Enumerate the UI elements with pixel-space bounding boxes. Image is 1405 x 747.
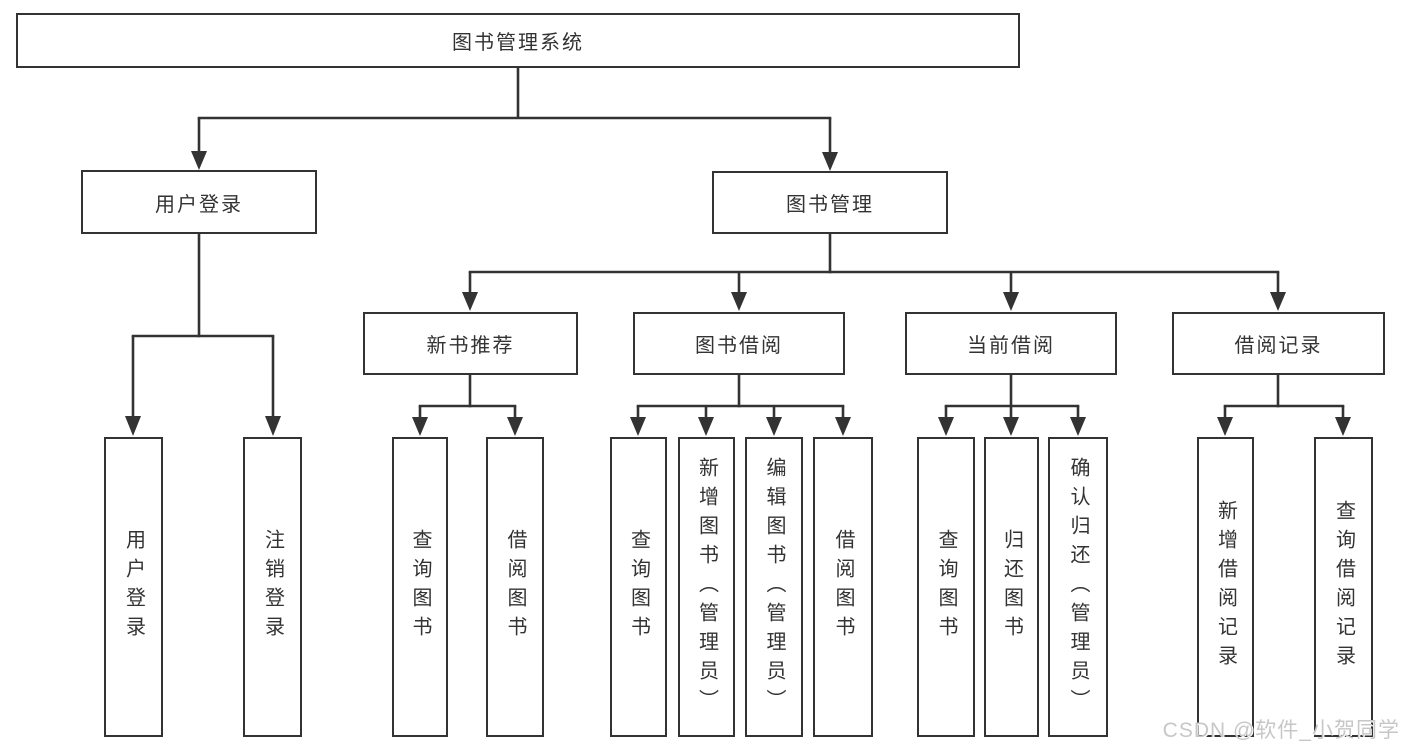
leaf-add-book-admin: 新增图书（管理员） bbox=[678, 437, 735, 737]
connector-new-book bbox=[412, 375, 523, 436]
leaf-query-books-3: 查询图书 bbox=[917, 437, 975, 737]
connector-root bbox=[191, 68, 838, 171]
leaf-query-books-2: 查询图书 bbox=[610, 437, 667, 737]
connector-user-login bbox=[125, 234, 281, 436]
node-current-borrowing: 当前借阅 bbox=[905, 312, 1117, 375]
leaf-user-login: 用户登录 bbox=[104, 437, 163, 737]
node-borrowing-records: 借阅记录 bbox=[1172, 312, 1385, 375]
leaf-logout: 注销登录 bbox=[243, 437, 302, 737]
connector-book-management bbox=[462, 234, 1286, 311]
leaf-borrow-books-1: 借阅图书 bbox=[486, 437, 544, 737]
node-library-system: 图书管理系统 bbox=[16, 13, 1020, 68]
node-book-borrowing: 图书借阅 bbox=[633, 312, 845, 375]
leaf-edit-book-admin: 编辑图书（管理员） bbox=[745, 437, 803, 737]
leaf-borrow-books-2: 借阅图书 bbox=[813, 437, 873, 737]
connector-book-borrow bbox=[630, 375, 851, 436]
leaf-add-borrow-record: 新增借阅记录 bbox=[1197, 437, 1254, 737]
connector-current-borrow bbox=[938, 375, 1086, 436]
connector-borrow-record bbox=[1217, 375, 1351, 436]
leaf-confirm-return-admin: 确认归还（管理员） bbox=[1048, 437, 1108, 737]
node-book-management: 图书管理 bbox=[712, 171, 948, 234]
leaf-query-books-1: 查询图书 bbox=[392, 437, 448, 737]
node-new-book-recommend: 新书推荐 bbox=[363, 312, 578, 375]
leaf-query-borrow-record: 查询借阅记录 bbox=[1314, 437, 1373, 737]
csdn-watermark: CSDN @软件_小贺同学 bbox=[1162, 719, 1400, 742]
leaf-return-book: 归还图书 bbox=[984, 437, 1039, 737]
node-user-login: 用户登录 bbox=[81, 170, 317, 234]
